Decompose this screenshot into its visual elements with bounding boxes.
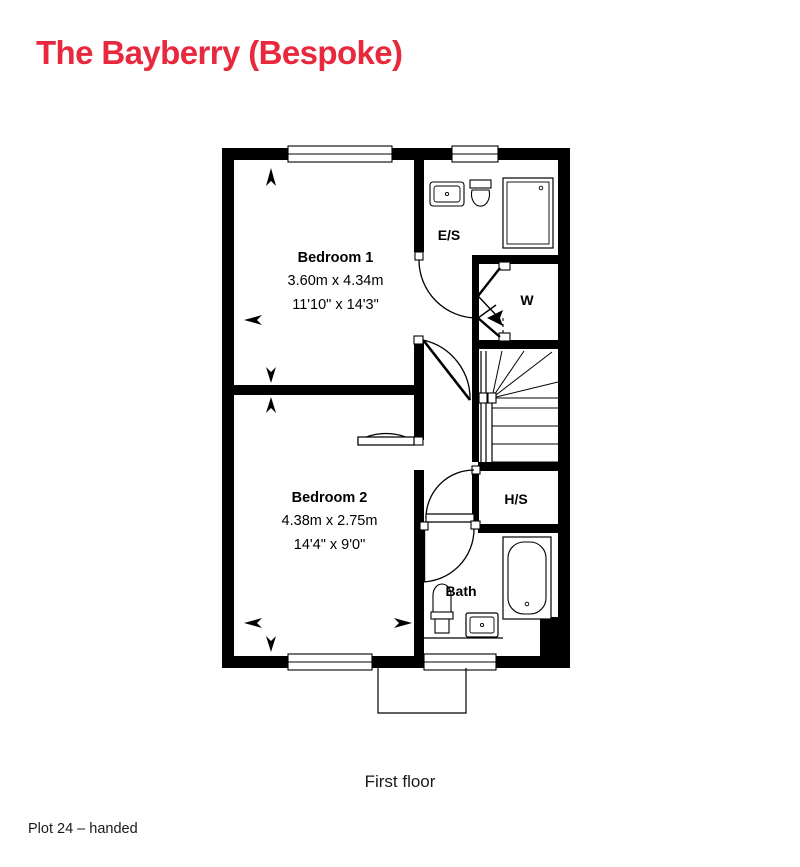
room-label-bedroom-2: Bedroom 2 4.38m x 2.75m 14'4" x 9'0" bbox=[237, 487, 422, 557]
bath-basin bbox=[465, 612, 499, 638]
window-bottom-right bbox=[423, 653, 497, 671]
dimension-arrows bbox=[244, 168, 412, 652]
door-hot-press bbox=[425, 465, 481, 523]
door-landing-lower bbox=[413, 335, 472, 401]
door-bathroom bbox=[419, 520, 481, 583]
bath-toilet bbox=[430, 583, 454, 634]
room-label-ensuite: E/S bbox=[437, 227, 461, 243]
room-label-bedroom-1: Bedroom 1 3.60m x 4.34m 11'10" x 14'3" bbox=[243, 247, 428, 317]
bedroom-1-dim-imperial: 11'10" x 14'3" bbox=[292, 297, 379, 313]
shower-enclosure bbox=[502, 177, 554, 249]
window-top-right bbox=[451, 145, 499, 163]
door-bedroom-1 bbox=[414, 251, 479, 319]
room-label-bathroom: Bath bbox=[445, 583, 477, 599]
bath-tub bbox=[502, 536, 552, 620]
ensuite-basin bbox=[429, 181, 465, 207]
room-label-wardrobe: W bbox=[520, 292, 534, 308]
bedroom-2-dim-imperial: 14'4" x 9'0" bbox=[293, 537, 366, 553]
floor-caption: First floor bbox=[364, 772, 436, 791]
bedroom-2-dim-metric: 4.38m x 2.75m bbox=[281, 513, 378, 529]
page-title: The Bayberry (Bespoke) bbox=[36, 34, 403, 71]
room-label-hot-press-storage: H/S bbox=[504, 491, 528, 507]
door-bedroom-2 bbox=[357, 432, 424, 446]
porch-canopy-outline bbox=[377, 668, 467, 714]
wardrobe-bifold-doors bbox=[477, 261, 558, 342]
plot-caption: Plot 24 – handed bbox=[28, 821, 138, 837]
bedroom-1-dim-metric: 3.60m x 4.34m bbox=[287, 273, 384, 289]
staircase bbox=[478, 349, 559, 463]
ensuite-toilet bbox=[469, 179, 492, 207]
window-top-left bbox=[287, 145, 393, 163]
interior-walls bbox=[234, 160, 558, 656]
bedroom-1-name: Bedroom 1 bbox=[297, 250, 374, 266]
bedroom-2-name: Bedroom 2 bbox=[291, 490, 368, 506]
window-bottom-left bbox=[287, 653, 373, 671]
